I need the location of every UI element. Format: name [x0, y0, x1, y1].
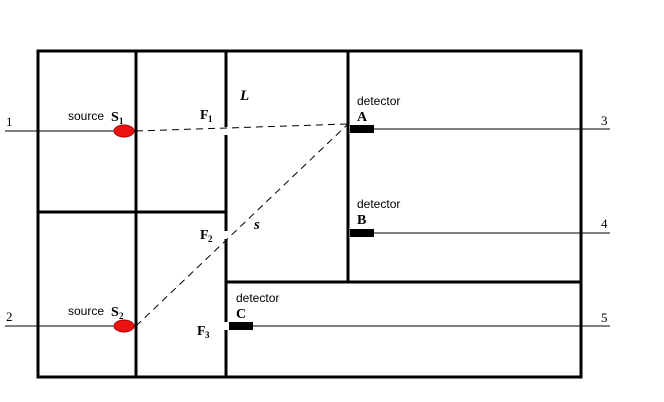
filter-f2-sub: 2: [208, 234, 213, 244]
source-s2-letter: S: [111, 305, 119, 320]
source-s1-letter: S: [111, 110, 119, 125]
detector-a-word: detector: [357, 94, 400, 108]
outer-frame: [36, 49, 583, 379]
detector-b-word: detector: [357, 197, 400, 211]
source-s2-word: source: [68, 304, 104, 318]
filter-f3-sub: 3: [205, 330, 210, 340]
detector-c-letter: C: [236, 307, 246, 322]
filter-f2-letter: F: [200, 228, 209, 243]
port-label-5: 5: [601, 310, 608, 325]
source-s1-emitter: [113, 124, 135, 138]
source-s1-word: source: [68, 109, 104, 123]
path-s-beam: [135, 123, 349, 327]
port-label-4: 4: [601, 216, 608, 231]
port-label-1: 1: [6, 114, 13, 129]
source-s2-emitter: [113, 319, 135, 333]
detector-a-letter: A: [357, 110, 368, 125]
detector-b-letter: B: [357, 213, 366, 228]
filter-f1-sub: 1: [208, 114, 213, 124]
port-label-3: 3: [601, 113, 608, 128]
detector-c-word: detector: [236, 291, 279, 305]
port-label-2: 2: [6, 309, 13, 324]
path-L-label: L: [239, 88, 249, 104]
detector-a: [350, 125, 374, 133]
path-s-label: s: [253, 217, 260, 233]
filter-f3-letter: F: [197, 324, 206, 339]
detector-b: [350, 229, 374, 237]
filter-f1-letter: F: [200, 108, 209, 123]
source-s2-sub: 2: [119, 311, 124, 321]
detector-c: [229, 322, 253, 330]
path-L-beam: [135, 123, 349, 132]
source-s1-sub: 1: [119, 116, 124, 126]
